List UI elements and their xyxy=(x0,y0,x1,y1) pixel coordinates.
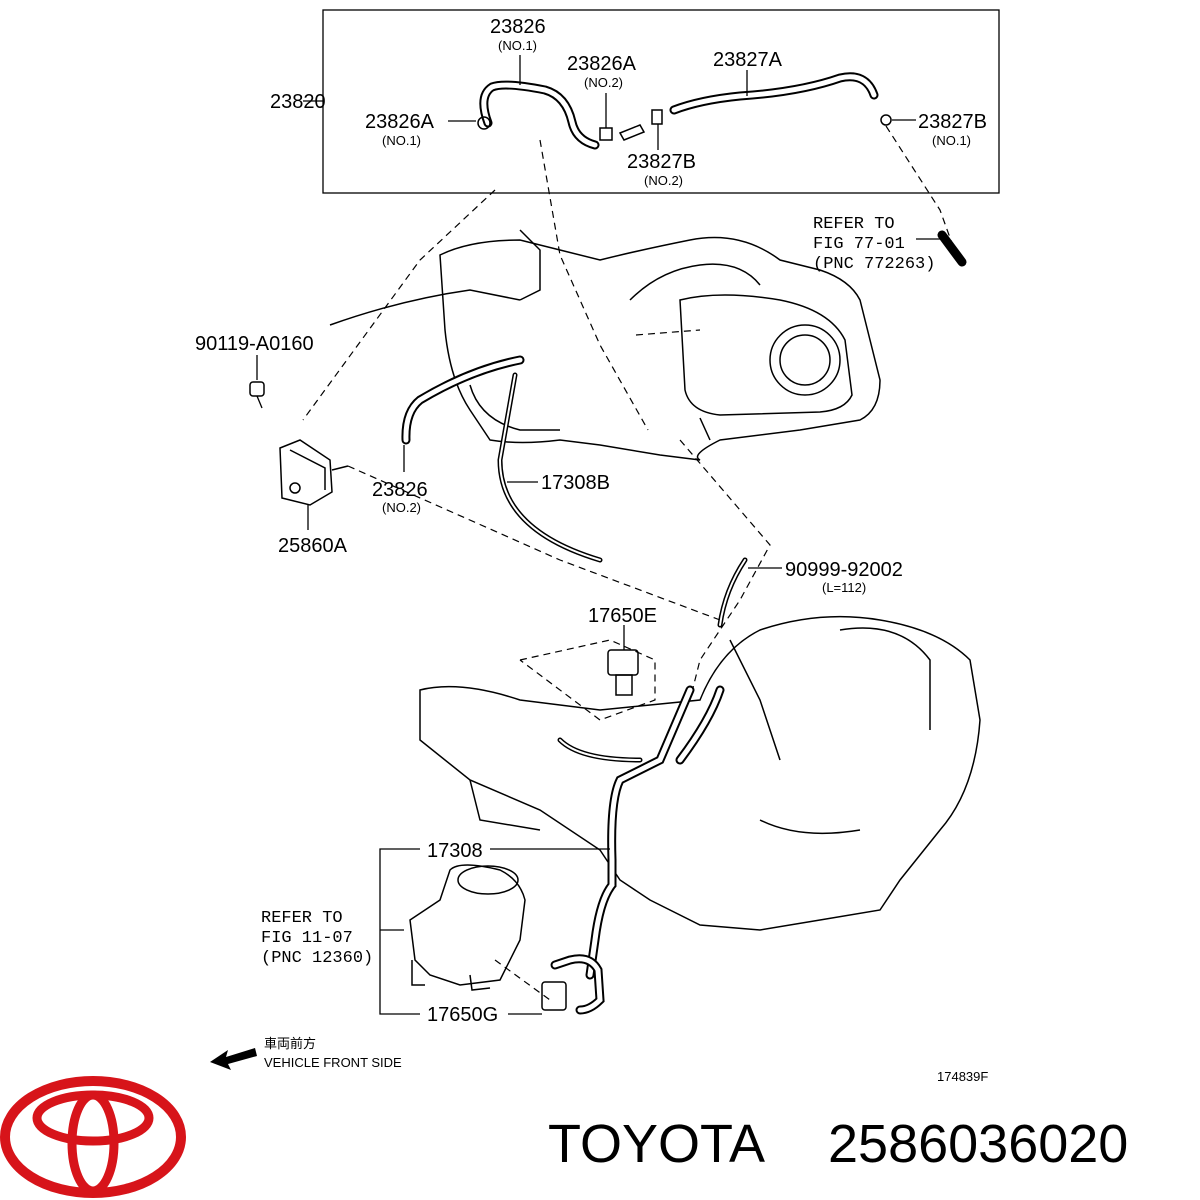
label-valve: 25860A xyxy=(278,535,348,557)
label-refer1-line2: FIG 77-01 xyxy=(813,235,905,254)
hose-17308b xyxy=(497,372,603,563)
label-b-no1-num: 23827B xyxy=(918,111,987,133)
label-front-jp: 車両前方 xyxy=(264,1036,316,1052)
label-hose-no2-num: 23826 xyxy=(372,479,428,501)
label-hose-23827a: 23827A xyxy=(713,49,783,71)
clamp-23826a-no1 xyxy=(477,116,491,130)
label-hose-no1-num: 23826 xyxy=(490,16,546,38)
label-hose-17308b: 17308B xyxy=(541,472,610,494)
label-clamp-no2-sub: (NO.2) xyxy=(584,75,623,90)
bolt-90119 xyxy=(249,355,265,409)
label-b-no1-sub: (NO.1) xyxy=(932,133,971,148)
label-refer2-line1: REFER TO xyxy=(261,909,343,928)
label-clamp-no2-num: 23826A xyxy=(567,53,637,75)
vsv-17650e xyxy=(607,625,639,696)
front-arrow-icon xyxy=(210,1048,257,1070)
label-hose-no2-sub: (NO.2) xyxy=(382,500,421,515)
label-refer1-line3: (PNC 772263) xyxy=(813,255,935,274)
clamp-23827b-no1 xyxy=(880,114,892,126)
vsv-17650g xyxy=(541,981,567,1011)
part-number: 2586036020 xyxy=(828,1114,1128,1174)
clamp-23826a-no2 xyxy=(599,127,613,141)
clamp-23827b-no2 xyxy=(651,109,663,125)
brand-name: TOYOTA xyxy=(548,1114,765,1174)
label-hose-no1-sub: (NO.1) xyxy=(498,38,537,53)
label-hose-90999-num: 90999-92002 xyxy=(785,559,903,581)
label-b-no2-sub: (NO.2) xyxy=(644,173,683,188)
label-clamp-no1-num: 23826A xyxy=(365,111,435,133)
label-hose-17308: 17308 xyxy=(427,840,483,862)
label-hose-90999-sub: (L=112) xyxy=(822,580,866,595)
hose-90999-92002 xyxy=(717,557,748,628)
label-front-en: VEHICLE FRONT SIDE xyxy=(264,1055,402,1070)
label-fig-code: 174839F xyxy=(937,1069,988,1084)
label-bolt: 90119-A0160 xyxy=(195,333,314,355)
label-b-no2-num: 23827B xyxy=(627,151,696,173)
label-vsv-17650g: 17650G xyxy=(427,1004,498,1026)
label-assembly: 23820 xyxy=(270,91,326,113)
canister xyxy=(409,864,526,991)
label-clamp-no1-sub: (NO.1) xyxy=(382,133,421,148)
hose-17308 xyxy=(585,685,695,980)
label-refer1-line1: REFER TO xyxy=(813,215,895,234)
label-refer2-line3: (PNC 12360) xyxy=(261,949,373,968)
label-vsv-17650e: 17650E xyxy=(588,605,657,627)
toyota-logo xyxy=(0,1076,186,1198)
engine-lower-sketch xyxy=(419,615,981,931)
valve-25860a xyxy=(279,439,349,530)
label-refer2-line2: FIG 11-07 xyxy=(261,929,353,948)
